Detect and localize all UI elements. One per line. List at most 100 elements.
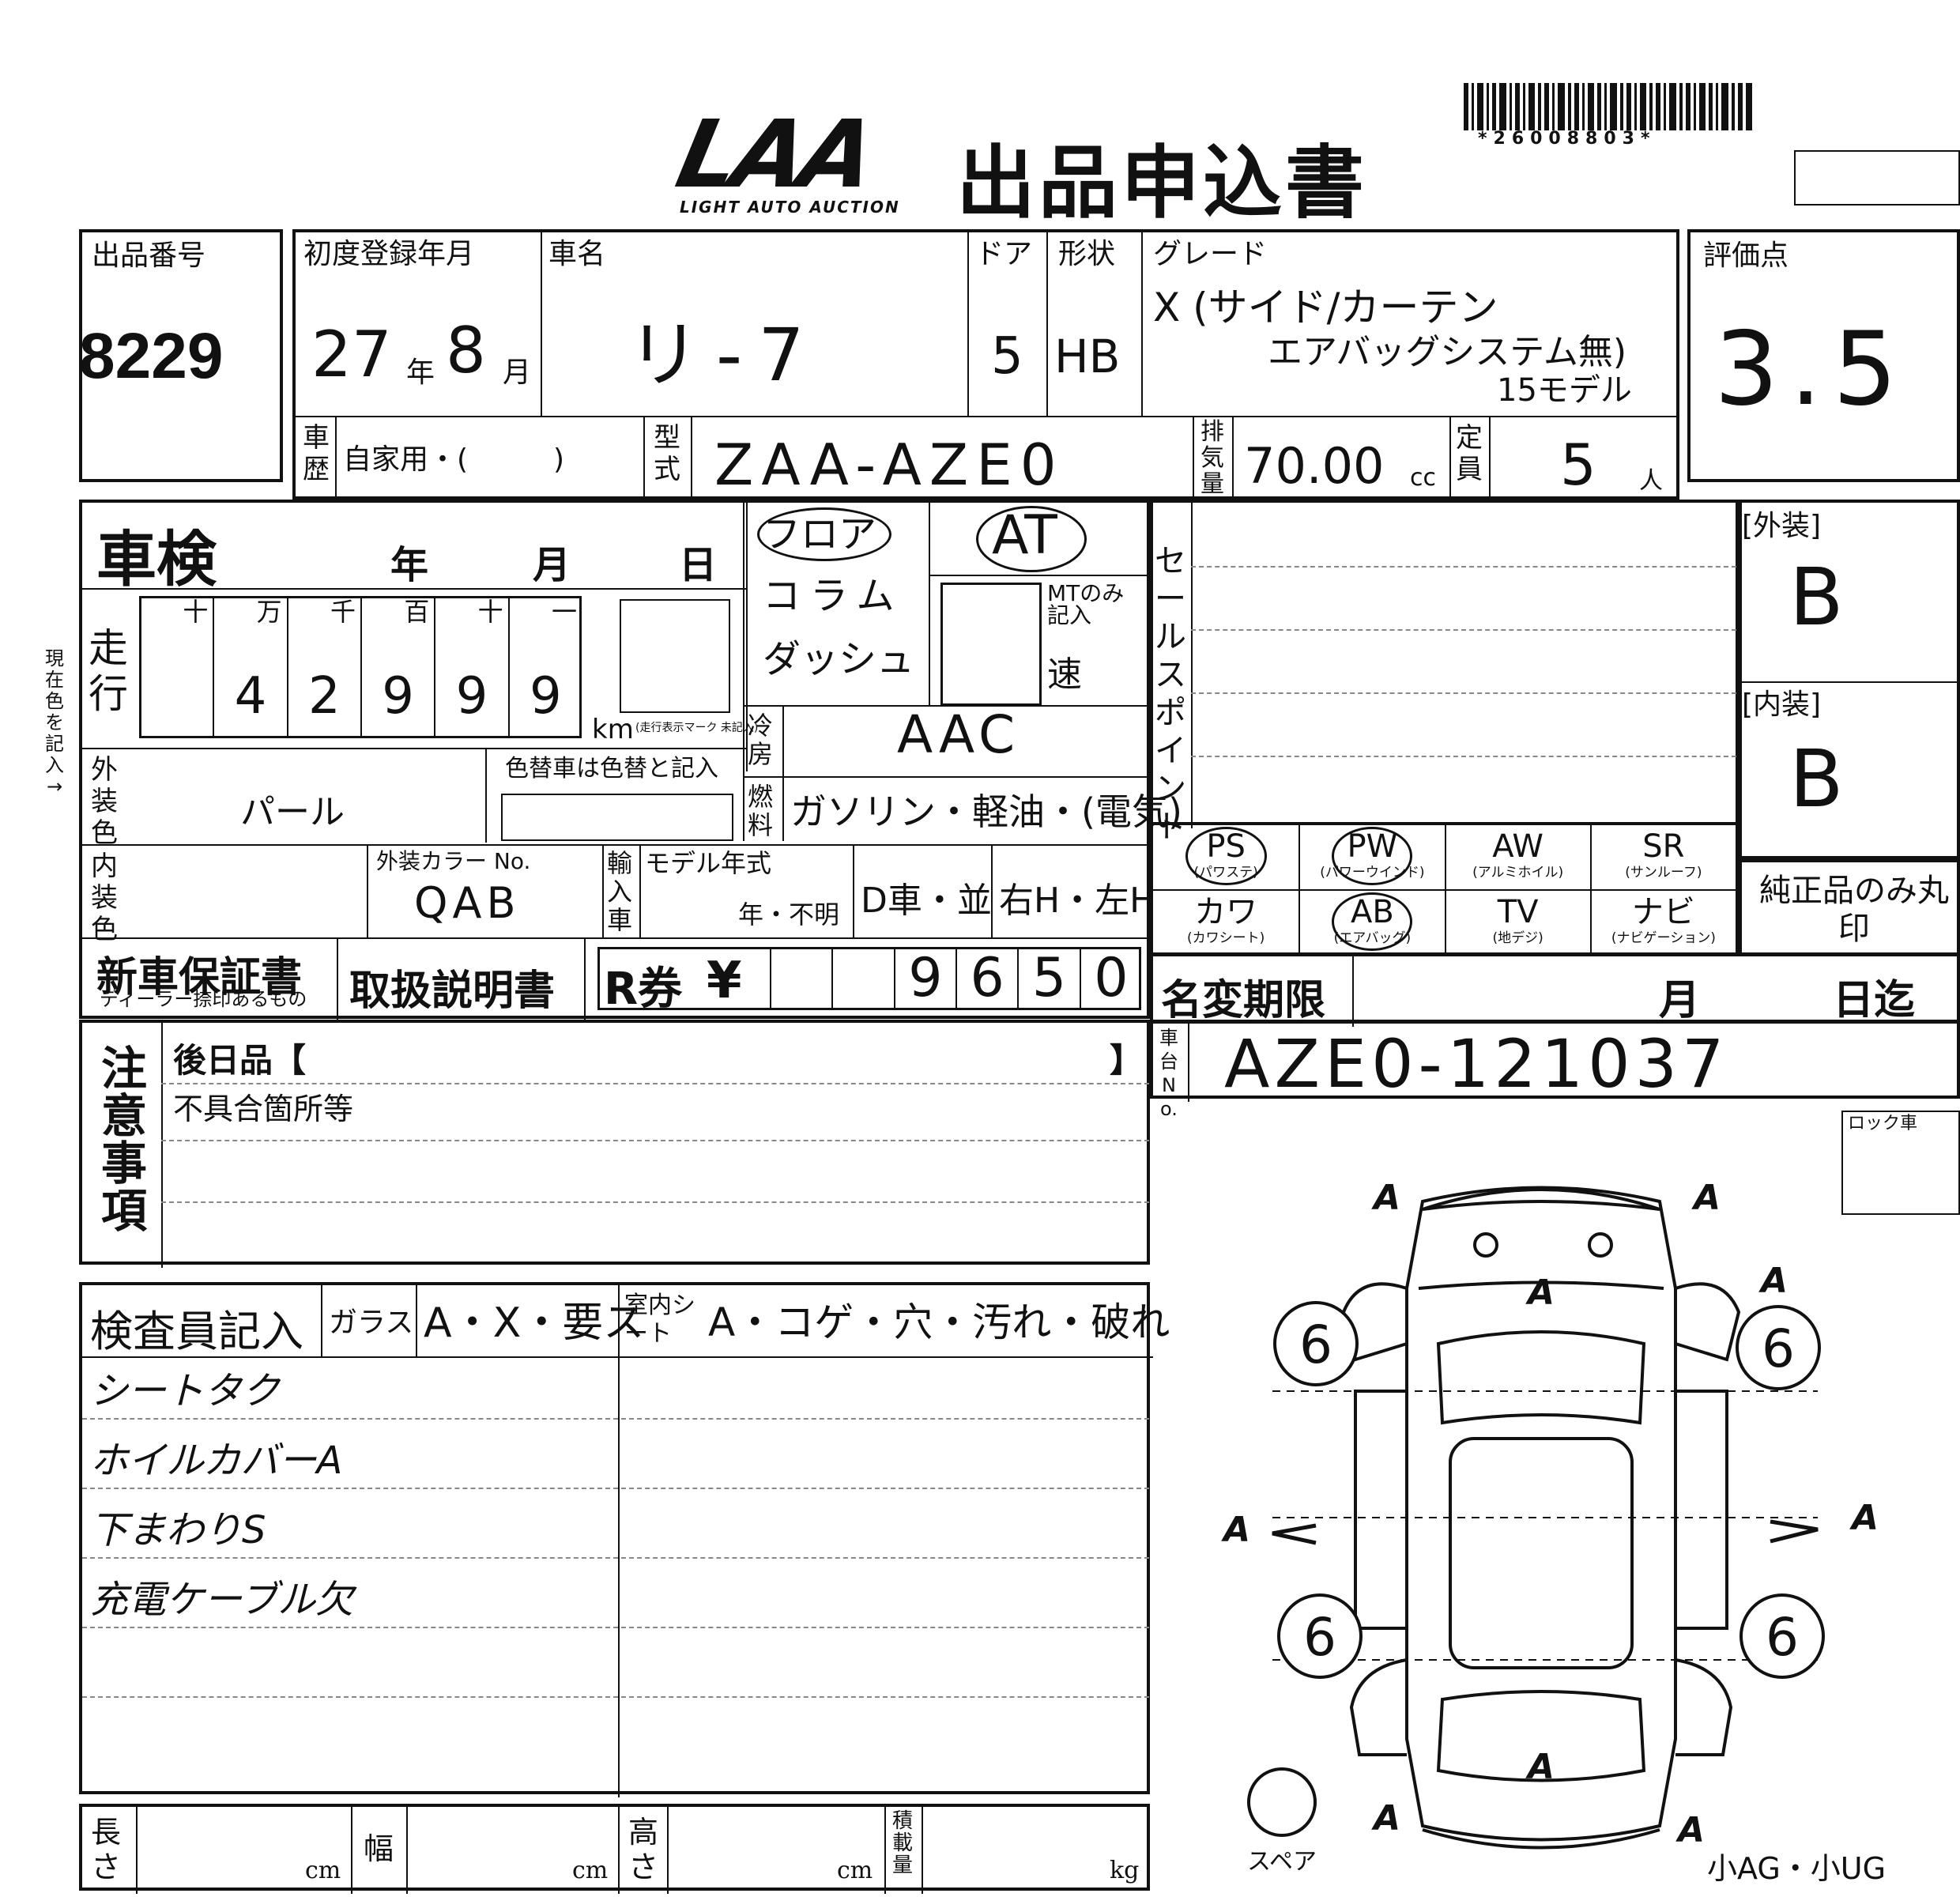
mileage-cell: 十 <box>139 596 213 738</box>
history-value: 自家用・( ) <box>343 443 565 476</box>
capacity-label: 定員 <box>1456 422 1483 485</box>
equipment-sub: (地デジ) <box>1492 930 1544 946</box>
glass-value: A・X・要ス <box>424 1299 645 1347</box>
equipment-sub: (カワシート) <box>1186 930 1265 946</box>
mark-right-side: A <box>1849 1498 1879 1538</box>
steering-value: 右H・左H <box>999 881 1156 921</box>
model-label: 型式 <box>654 422 680 485</box>
mileage-unit: km <box>592 714 634 745</box>
bottom-note: 小AG・小UG <box>1707 1851 1886 1886</box>
notes-box: 注意事項 後日品【 】 不具合箇所等 <box>79 1020 1150 1268</box>
car-body-outline <box>1405 1186 1677 1842</box>
model-value: ZAA-AZE0 <box>714 432 1065 498</box>
aircon-value: AAC <box>897 704 1020 765</box>
load-unit: kg <box>1110 1857 1140 1884</box>
car-diagram: 6 6 6 6 A A A A A A A A A スペア <box>1221 1178 1879 1876</box>
repaint-note: 色替車は色替と記入 <box>505 755 718 783</box>
registration-year: 27 <box>311 318 392 391</box>
mark-left-side: A <box>1221 1510 1250 1550</box>
history-label: 車歴 <box>303 422 330 485</box>
mark-right-mirror: A <box>1758 1261 1788 1301</box>
equipment-name: TV <box>1497 894 1539 930</box>
name-change-box: 名変期限 月 日迄 <box>1150 952 1960 1027</box>
equipment-sub: (サンルーフ) <box>1625 865 1702 881</box>
mileage-label: 走行 <box>89 625 128 717</box>
door-label: ドア <box>975 238 1033 270</box>
glass-label: ガラス <box>329 1307 414 1339</box>
roof <box>1449 1437 1634 1669</box>
mileage-digit: 9 <box>529 667 562 726</box>
genuine-only-box: 純正品のみ丸印 <box>1739 859 1960 956</box>
grade-line2: エアバッグシステム無) <box>1268 332 1627 372</box>
lot-number: 8229 <box>79 320 224 392</box>
dimensions-box: 長さ cm 幅 cm 高さ cm 積載量 kg <box>79 1804 1150 1894</box>
model-year-label: モデル年式 <box>645 848 772 878</box>
height-label: 高さ <box>628 1815 658 1884</box>
exterior-color-label: 外装色 <box>91 754 118 849</box>
tire-mark-rr: 6 <box>1766 1607 1799 1668</box>
exterior-color-value: パール <box>240 792 345 832</box>
dealer-value: D車・並 <box>861 881 992 921</box>
equipment-item: PS(パワステ) <box>1153 825 1298 889</box>
equipment-item: ナビ(ナビゲーション) <box>1589 889 1736 953</box>
inspector-line-3: 下まわりS <box>90 1508 266 1552</box>
equipment-item: AB(エアバッグ) <box>1298 889 1445 953</box>
equipment-name: カワ <box>1194 894 1258 930</box>
mark-front-right-bumper: A <box>1691 1178 1721 1218</box>
sales-point-box: セールスポイント <box>1150 500 1739 845</box>
lock-box: ロック車 <box>1841 1111 1960 1215</box>
inspector-line-4: 充電ケーブル欠 <box>90 1578 354 1622</box>
name-change-label: 名変期限 <box>1161 977 1326 1024</box>
length-label: 長さ <box>90 1815 121 1884</box>
inspection-month: 月 <box>533 543 571 587</box>
right-rear-fender <box>1675 1658 1733 1756</box>
price-digit <box>831 947 893 1010</box>
interior-grade-label: [内装] <box>1742 688 1822 721</box>
logo-text: LAA <box>668 100 881 209</box>
tire-front-right <box>1736 1305 1821 1390</box>
name-change-month: 月 <box>1659 977 1701 1024</box>
grade-box: [外装] B [内装] B <box>1739 500 1960 859</box>
capacity-value: 5 <box>1560 432 1596 498</box>
interior-seat-label: 室内シート <box>624 1292 695 1348</box>
model-year-options: 年・不明 <box>738 899 840 930</box>
registration-month: 8 <box>446 314 486 387</box>
price-digit <box>770 947 831 1010</box>
grade-line3: 15モデル <box>1497 372 1632 409</box>
rear-bumper <box>1422 1828 1660 1850</box>
left-rear-fender <box>1349 1658 1408 1756</box>
right-doors <box>1674 1390 1728 1630</box>
equipment-name: AW <box>1492 828 1544 865</box>
price-digit: 0 <box>1079 947 1141 1010</box>
equipment-item: SR(サンルーフ) <box>1589 825 1736 889</box>
mark-trunk: A <box>1525 1747 1555 1787</box>
later-items-close: 】 <box>1110 1041 1144 1080</box>
inspector-line-1: シートタク <box>90 1369 281 1413</box>
rear-window <box>1436 1690 1646 1782</box>
chassis-value: AZE0-121037 <box>1224 1025 1729 1103</box>
inspection-day: 日 <box>679 543 718 587</box>
shift-dash: ダッシュ <box>763 637 915 681</box>
equipment-name: ナビ <box>1631 894 1695 930</box>
exterior-grade-value: B <box>1789 551 1844 643</box>
shift-column: コラム <box>763 574 904 618</box>
mileage-unit-label: 十 <box>477 597 503 627</box>
inspector-label: 検査員記入 <box>90 1307 303 1356</box>
front-bumper <box>1422 1188 1660 1211</box>
vehicle-info-table: 初度登録年月 27 年 8 月 車名 リ-7 ドア 5 形状 HB グレード X… <box>292 229 1679 503</box>
equipment-item: カワ(カワシート) <box>1153 889 1299 953</box>
displacement-label: 排気量 <box>1200 418 1224 498</box>
lot-box: 出品番号 8229 <box>79 229 283 482</box>
tire-mark-rl: 6 <box>1303 1607 1336 1668</box>
equipment-item: PW(パワーウインド) <box>1298 825 1444 889</box>
chassis-box: 車台No. AZE0-121037 <box>1150 1020 1960 1120</box>
transmission-block: フロア コラム ダッシュ AT MTのみ記入 速 冷房 AAC 燃料 ガソリン・… <box>743 500 1182 841</box>
name-change-day: 日迄 <box>1833 977 1916 1024</box>
height-unit: cm <box>837 1857 873 1884</box>
speed-unit: 速 <box>1047 654 1082 695</box>
equipment-item: AW(アルミホイル) <box>1444 825 1590 889</box>
equipment-sub: (アルミホイル) <box>1472 865 1564 881</box>
sales-point-label: セールスポイント <box>1155 543 1186 845</box>
